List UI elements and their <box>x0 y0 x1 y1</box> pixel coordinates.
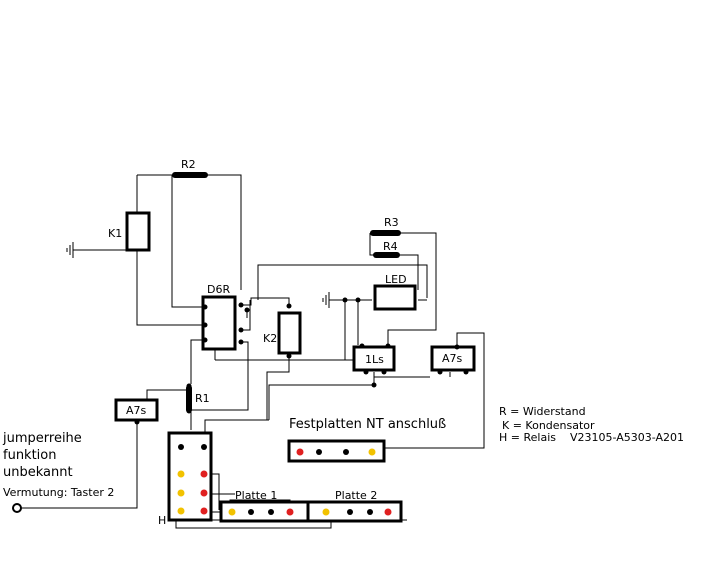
led <box>373 284 417 311</box>
connector-platte2-pins <box>322 508 392 516</box>
jumper-terminal <box>12 503 22 513</box>
label-led: LED <box>385 273 407 286</box>
ground-icon-led <box>322 292 330 308</box>
label-festplatten: Festplatten NT anschluß <box>289 417 446 432</box>
label-a7s-right: A7s <box>442 352 463 365</box>
note-line4: Vermutung: Taster 2 <box>3 486 114 499</box>
wires <box>20 174 485 529</box>
label-platte2: Platte 2 <box>335 489 377 502</box>
legend-r: R = Widerstand <box>499 405 586 418</box>
label-r3: R3 <box>384 216 399 229</box>
capacitor-k2 <box>277 311 302 355</box>
component-1ls <box>352 345 396 372</box>
note-line1: jumperreihe <box>2 431 82 446</box>
note-line2: funktion <box>3 448 57 463</box>
connector-platte2 <box>306 500 403 523</box>
legend-k: K = Kondensator <box>502 419 595 432</box>
legend: R = Widerstand K = Kondensator H = Relai… <box>499 405 684 444</box>
ic-d6r <box>201 295 237 351</box>
label-d6r: D6R <box>207 283 230 296</box>
label-a7s-left: A7s <box>126 404 147 417</box>
connector-platte1-pins <box>228 508 294 516</box>
note-line3: unbekannt <box>3 465 73 480</box>
label-r4: R4 <box>383 240 398 253</box>
legend-h: H = Relais V23105-A5303-A201 <box>499 431 684 444</box>
capacitor-k1 <box>125 211 151 252</box>
label-k2: K2 <box>263 332 277 345</box>
connector-festplatten-pins <box>296 448 376 456</box>
label-k1: K1 <box>108 227 122 240</box>
connector-festplatten <box>287 439 386 463</box>
label-r2: R2 <box>181 158 196 171</box>
label-platte1: Platte 1 <box>235 489 277 502</box>
label-1ls: 1Ls <box>365 353 384 366</box>
label-r1: R1 <box>195 392 210 405</box>
junction-dots <box>134 297 469 425</box>
component-a7s-right <box>430 345 476 372</box>
ground-icon <box>66 242 74 258</box>
label-h: H <box>158 514 166 527</box>
note-jumper: jumperreihe funktion unbekannt Vermutung… <box>2 431 114 499</box>
relay-h-pins <box>177 444 208 515</box>
